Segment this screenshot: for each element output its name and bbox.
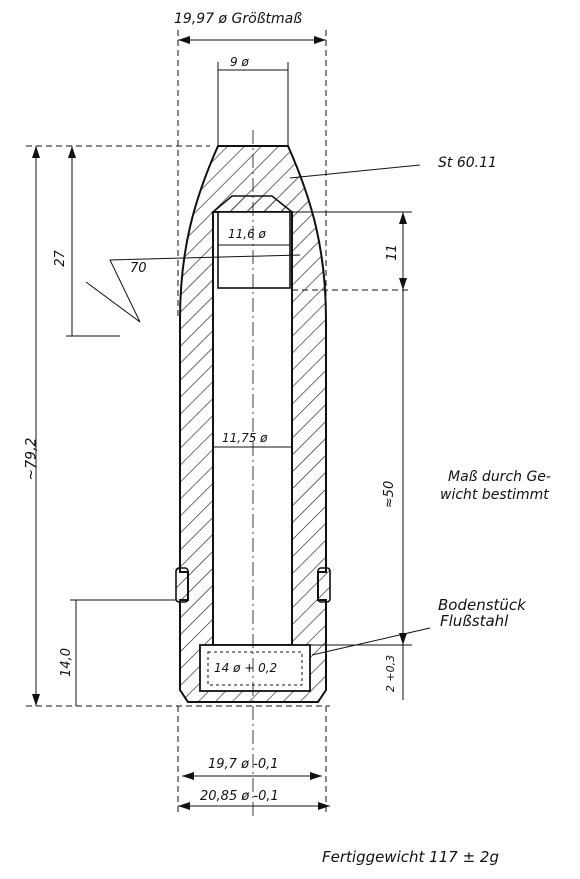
length-14-label: 14,0	[58, 648, 74, 677]
overall-length-label: ~79,2	[23, 437, 40, 481]
base-piece-line2: Flußstahl	[440, 612, 509, 630]
band-diameter-label: 19,7 ø -0,1	[208, 757, 279, 772]
base-height-label: 2 +0,3	[384, 654, 398, 693]
material-body-label: St 60.11	[438, 155, 497, 171]
length-27-label: 27	[52, 250, 68, 267]
bore-diameter-label: 11,75 ø	[222, 431, 268, 445]
cavity-diameter-label: 11,6 ø	[228, 227, 266, 241]
arrowheads	[32, 36, 407, 810]
length-11-label: 11	[384, 244, 400, 261]
length-50-label: ≈50	[382, 480, 398, 509]
nose-diameter-label: 9 ø	[230, 55, 249, 69]
top-max-diameter-label: 19,97 ø Größtmaß	[174, 11, 303, 27]
dimension-lines	[26, 30, 431, 812]
mass-note-line1: Maß durch Ge-	[448, 469, 551, 485]
projectile-body	[175, 145, 331, 703]
finished-weight-label: Fertiggewicht 117 ± 2g	[322, 848, 499, 866]
base-diameter-label: 20,85 ø -0,1	[200, 789, 279, 804]
base-insert-diameter-label: 14 ø + 0,2	[214, 661, 278, 675]
angle-label: 70	[130, 261, 147, 276]
base-piece-line1: Bodenstück	[438, 596, 526, 614]
mass-note-line2: wicht bestimmt	[440, 487, 549, 503]
